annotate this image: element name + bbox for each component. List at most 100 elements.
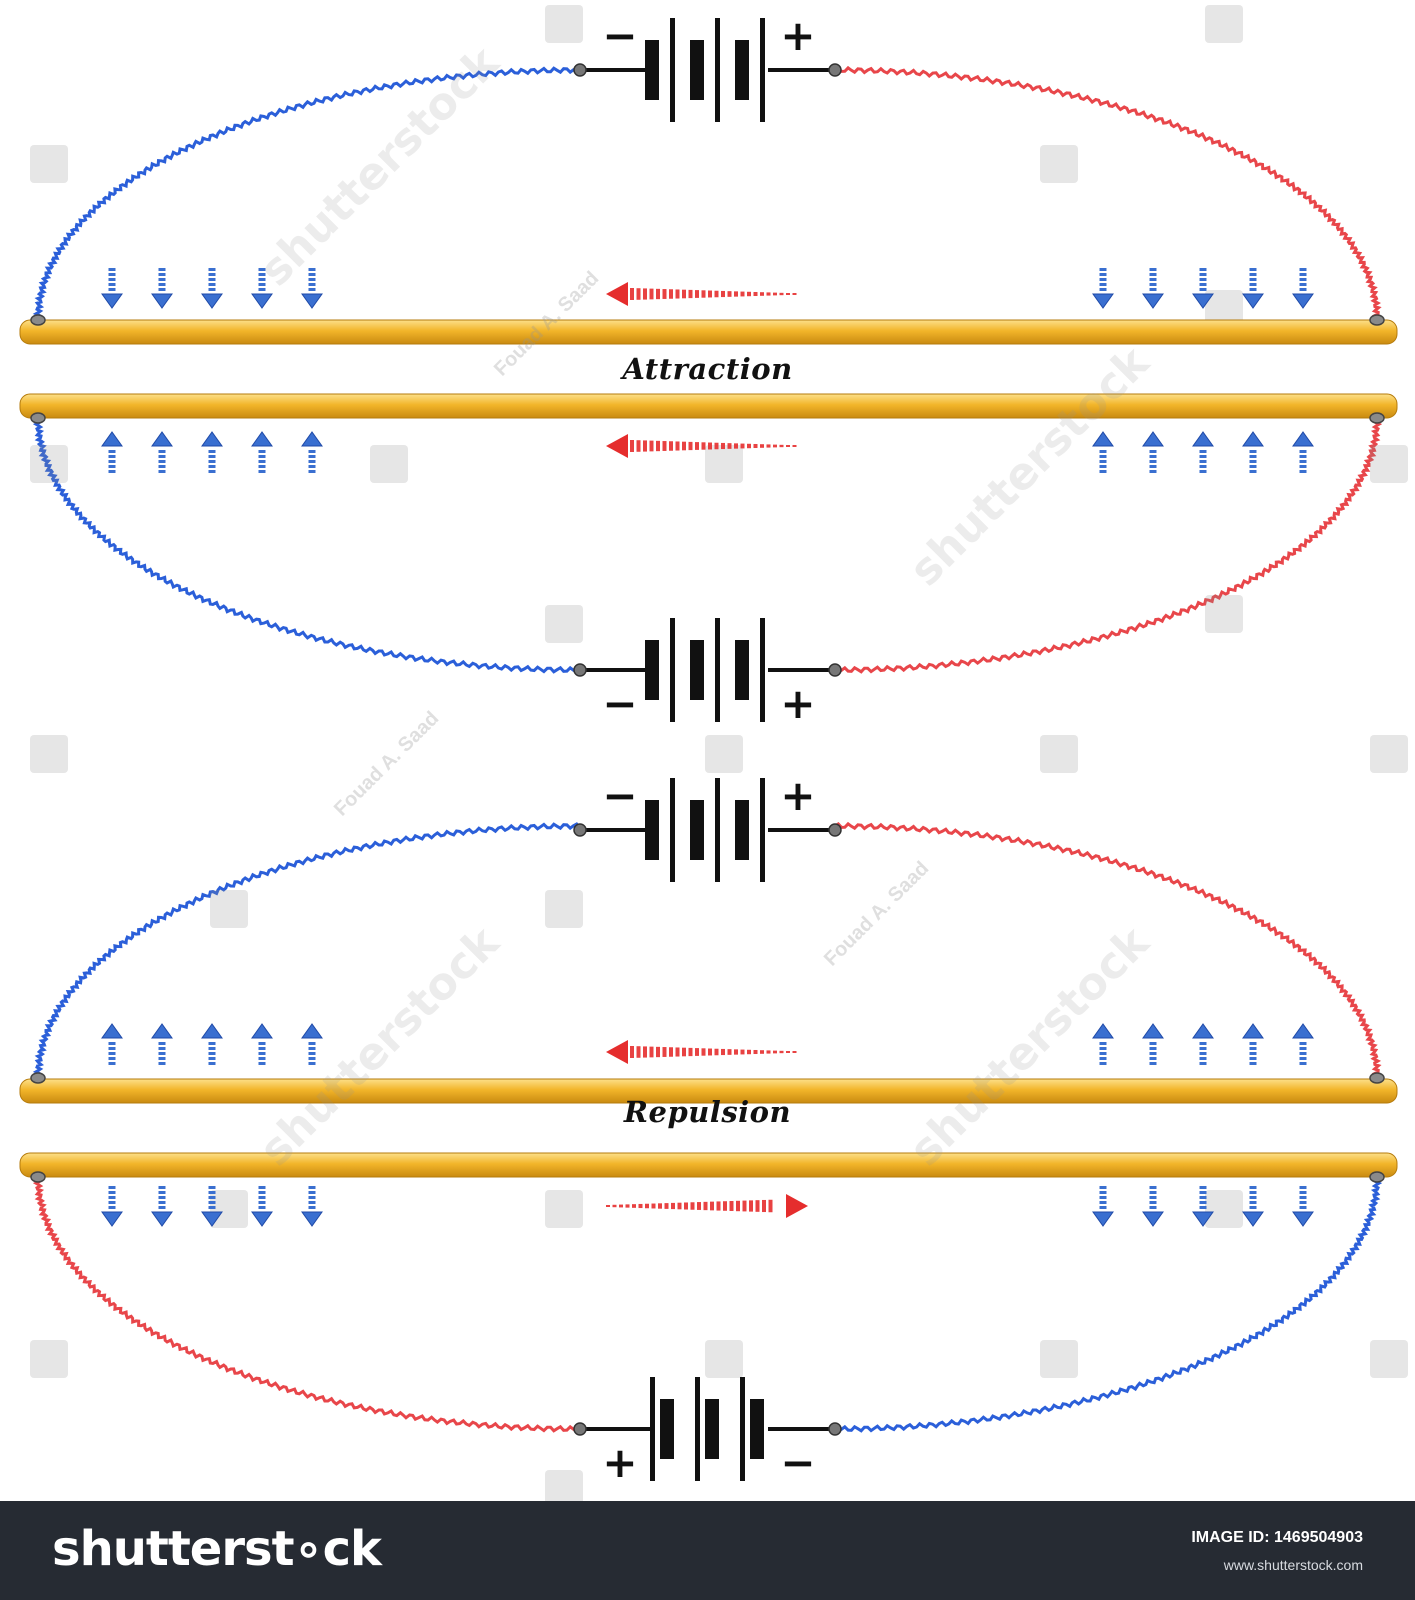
force-arrow-dash <box>208 1057 216 1060</box>
force-arrow-dash <box>1249 460 1257 463</box>
force-arrow-head <box>151 293 173 309</box>
force-arrow-dash <box>1099 1201 1107 1204</box>
current-arrow-dash <box>792 445 797 447</box>
force-arrow-dash <box>1149 1196 1157 1199</box>
force-arrow-head <box>301 1023 323 1039</box>
current-arrow-dash <box>792 293 797 295</box>
force-arrow-dash <box>1149 470 1157 473</box>
force-arrow-dash <box>1199 283 1207 286</box>
force-arrow-dash <box>1249 1206 1257 1209</box>
force-arrow-dash <box>258 1196 266 1199</box>
rod-terminal <box>1369 412 1385 424</box>
battery-icon: −+ <box>573 11 842 122</box>
force-arrow-dash <box>208 1062 216 1065</box>
current-arrows-layer <box>606 282 808 1218</box>
current-arrow-dash <box>740 443 745 449</box>
current-arrow-dash <box>740 1049 745 1055</box>
force-arrow-dash <box>108 1206 116 1209</box>
current-arrow-dash <box>762 1199 766 1213</box>
conductor-rod <box>19 393 1398 419</box>
battery-terminal-right <box>828 1422 842 1436</box>
footer-bar: shutterst∘ck IMAGE ID: 1469504903 www.sh… <box>0 1501 1415 1600</box>
current-arrow-dash <box>669 441 673 451</box>
battery-icon: +− <box>573 1377 842 1487</box>
force-arrow-head <box>1092 431 1114 447</box>
force-arrow-dash <box>1149 268 1157 271</box>
current-arrow-dash <box>675 289 680 299</box>
force-arrow-dash <box>108 470 116 473</box>
force-arrow-dash <box>108 460 116 463</box>
battery-plate-short <box>705 1399 719 1459</box>
current-arrow-dash <box>669 1047 673 1057</box>
current-arrow-dash <box>708 290 712 298</box>
force-arrow-head <box>201 1211 223 1227</box>
battery-plate-short <box>690 800 704 860</box>
force-arrow-dash <box>258 1201 266 1204</box>
force-arrow-icon <box>251 268 273 309</box>
force-arrow-dash <box>1249 465 1257 468</box>
force-arrow-head <box>1242 1023 1264 1039</box>
current-arrow-dash <box>779 292 784 296</box>
watermark-logo-icon <box>1370 735 1408 773</box>
force-arrow-head <box>301 1211 323 1227</box>
current-arrow-dash <box>662 1047 667 1057</box>
force-arrow-dash <box>158 460 166 463</box>
force-arrow-dash <box>1299 1191 1307 1194</box>
current-arrow-head <box>786 1194 808 1218</box>
force-arrow-head <box>1142 431 1164 447</box>
force-arrow-dash <box>308 1206 316 1209</box>
force-arrow-icon <box>201 1023 223 1065</box>
force-arrow-dash <box>258 470 266 473</box>
battery-plate-long <box>695 1377 700 1481</box>
current-arrow-dash <box>773 292 777 296</box>
force-arrow-dash <box>1199 1191 1207 1194</box>
current-arrow-dash <box>736 1200 740 1212</box>
force-arrow-dash <box>1149 465 1157 468</box>
force-arrow-dash <box>1149 1186 1157 1189</box>
force-arrow-icon <box>1242 431 1264 473</box>
attraction-label: Attraction <box>622 352 793 386</box>
force-arrow-icon <box>1242 1186 1264 1227</box>
force-arrow-dash <box>308 450 316 453</box>
force-arrow-dash <box>1199 1196 1207 1199</box>
force-arrow-dash <box>258 1047 266 1050</box>
force-arrow-head <box>101 1211 123 1227</box>
force-arrow-dash <box>1199 470 1207 473</box>
force-arrow-dash <box>1199 1062 1207 1065</box>
force-arrow-icon <box>101 1186 123 1227</box>
force-arrow-dash <box>1199 273 1207 276</box>
force-arrow-dash <box>1149 1057 1157 1060</box>
current-arrow-dash <box>688 441 693 451</box>
conductor-rod <box>19 1152 1398 1178</box>
force-arrow-dash <box>258 1042 266 1045</box>
force-arrow-dash <box>158 288 166 291</box>
force-arrow-dash <box>108 1042 116 1045</box>
force-arrow-dash <box>308 268 316 271</box>
force-arrow-icon <box>1242 268 1264 309</box>
force-arrow-dash <box>108 465 116 468</box>
current-arrow-dash <box>675 441 680 451</box>
force-arrow-head <box>1092 1211 1114 1227</box>
force-arrow-dash <box>1099 278 1107 281</box>
positive-wire <box>834 821 1382 1080</box>
force-arrow-dash <box>1149 273 1157 276</box>
current-arrow-dash <box>688 289 693 299</box>
watermark-logo-icon <box>1205 5 1243 43</box>
rod-terminal <box>30 1072 46 1084</box>
force-arrow-dash <box>1199 1052 1207 1055</box>
force-arrow-dash <box>158 455 166 458</box>
conductor-rods-layer <box>19 314 1398 1183</box>
battery-sign-right: + <box>780 771 815 820</box>
force-arrow-dash <box>1099 273 1107 276</box>
force-arrow-dash <box>1299 450 1307 453</box>
force-arrow-dash <box>1199 288 1207 291</box>
force-arrow-dash <box>258 283 266 286</box>
current-arrow-dash <box>630 440 634 452</box>
watermark-logo-icon <box>210 1190 248 1228</box>
force-arrow-icon <box>101 268 123 309</box>
current-arrow-head <box>606 282 628 306</box>
force-arrow-dash <box>1099 1196 1107 1199</box>
force-arrow-dash <box>158 1186 166 1189</box>
force-arrow-dash <box>208 1206 216 1209</box>
